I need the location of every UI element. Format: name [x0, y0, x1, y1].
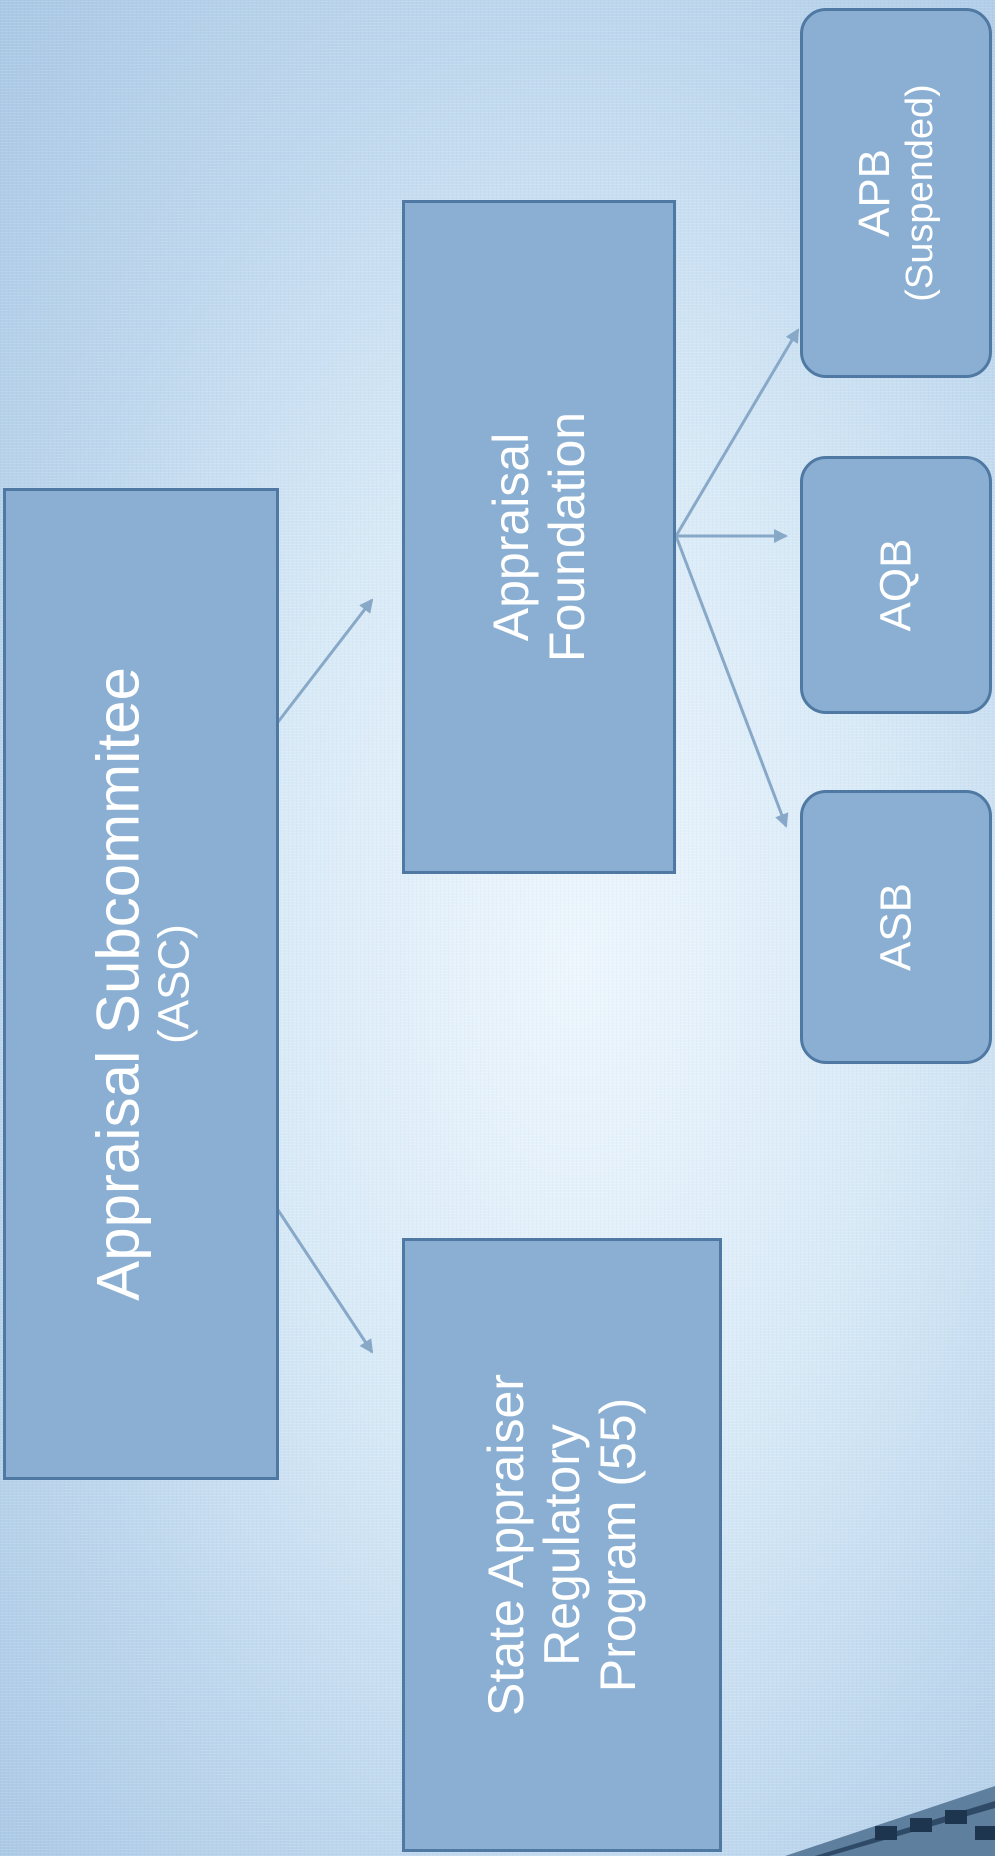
- node-appraisal-foundation: Appraisal Foundation: [402, 200, 676, 874]
- building-photo-fragment: [725, 1746, 995, 1856]
- arrow-foundation-to-apb: [674, 328, 800, 537]
- apb-title: APB: [850, 148, 900, 238]
- asb-title: ASB: [871, 882, 921, 972]
- state-program-line2: Regulatory: [534, 1424, 590, 1666]
- apb-subtitle: (Suspended): [899, 84, 942, 302]
- arrow-asc-to-state-program: [276, 1209, 374, 1354]
- node-state-appraiser-regulatory-program: State Appraiser Regulatory Program (55): [402, 1238, 722, 1852]
- state-program-line3: Program (55): [590, 1397, 646, 1693]
- foundation-line2: Foundation: [539, 411, 595, 663]
- asc-title: Appraisal Subcommitee: [84, 667, 152, 1301]
- node-apb: APB (Suspended): [800, 8, 992, 378]
- aqb-title: AQB: [871, 538, 921, 632]
- node-aqb: AQB: [800, 456, 992, 714]
- state-program-line1: State Appraiser: [478, 1374, 534, 1716]
- foundation-line1: Appraisal: [483, 432, 539, 642]
- node-asb: ASB: [800, 790, 992, 1064]
- node-appraisal-subcommitee: Appraisal Subcommitee (ASC): [3, 488, 279, 1480]
- arrow-asc-to-foundation: [276, 598, 374, 723]
- asc-subtitle: (ASC): [149, 924, 199, 1044]
- arrow-foundation-to-asb: [674, 535, 789, 828]
